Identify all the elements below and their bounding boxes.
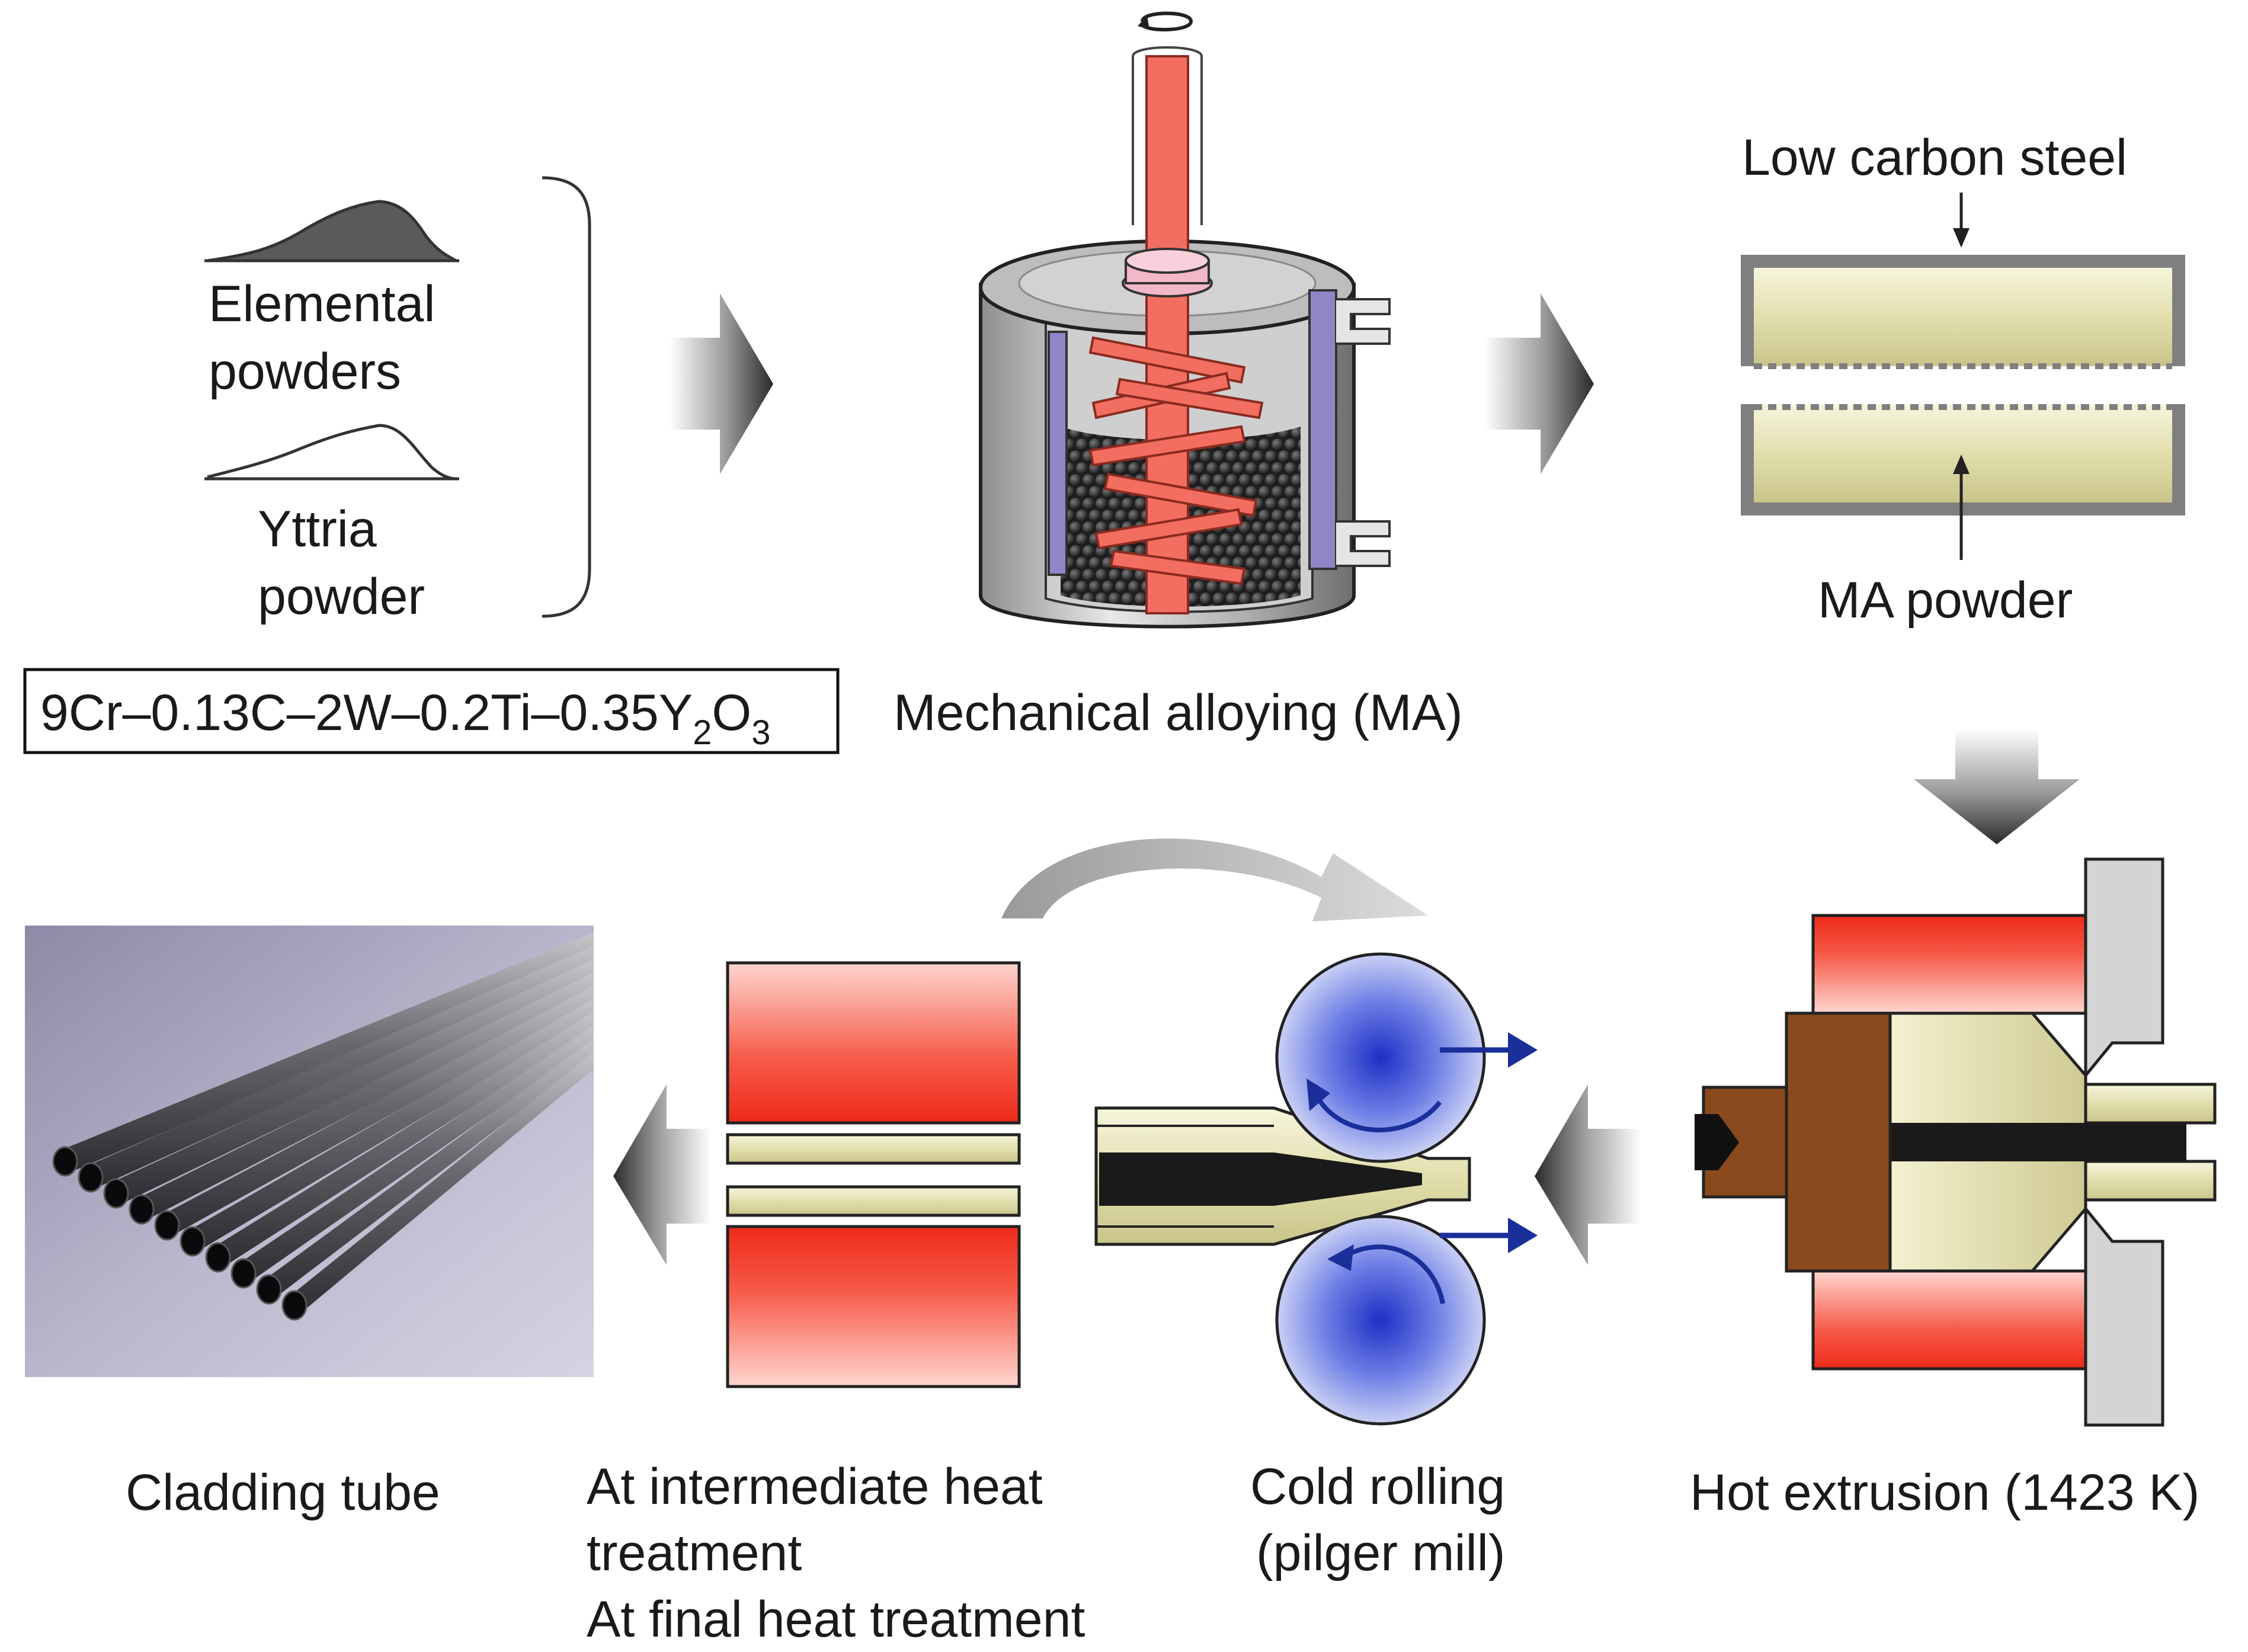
- arrow-down: [1914, 729, 2080, 844]
- arrow-left-2: [613, 1084, 711, 1265]
- low-carbon-steel-pointer: [1953, 228, 1970, 248]
- yttria-powder-label-2: powder: [258, 568, 425, 625]
- heat-treatment-heater-bottom: [726, 1225, 1021, 1388]
- roller-top-rotation-icon: [1313, 1092, 1442, 1132]
- cooling-jacket-left: [1048, 331, 1068, 576]
- heat-treatment-heater-top: [726, 961, 1021, 1125]
- rotation-arrow-icon: [1141, 11, 1193, 32]
- cladding-tube: [193, 998, 594, 1254]
- mechanical-alloying-label: Mechanical alloying (MA): [894, 684, 1463, 741]
- pilger-mandrel: [1099, 1152, 1422, 1206]
- ram-block: [1785, 1011, 1892, 1273]
- cold-rolling-label-2: (pilger mill): [1256, 1525, 1505, 1581]
- roller-bottom-rotation-icon: [1344, 1244, 1445, 1304]
- heat-treatment-label-1: At intermediate heat: [587, 1458, 1043, 1515]
- low-carbon-steel-label: Low carbon steel: [1742, 129, 2127, 186]
- extrusion-heater-top: [1811, 914, 2087, 1015]
- roller-bottom-motion-arrow: [1508, 1218, 1538, 1253]
- arrow-right-2: [1484, 293, 1594, 474]
- tube-opening: [281, 1290, 308, 1321]
- tube-opening: [52, 1146, 78, 1177]
- heat-treatment-illustration: At intermediate heat treatment At final …: [587, 961, 1085, 1648]
- tube-opening: [154, 1210, 180, 1241]
- cladding-tube: [65, 933, 594, 1174]
- cold-rolling-label-1: Cold rolling: [1250, 1458, 1505, 1515]
- yttria-powder-label-1: Yttria: [258, 501, 377, 558]
- tube-opening: [230, 1258, 257, 1289]
- canning-illustration: Low carbon steel MA powder: [1741, 129, 2185, 629]
- composition-label: 9Cr–0.13C–2W–0.2Ti–0.35Y2O3: [40, 684, 771, 752]
- tube-opening: [256, 1274, 282, 1305]
- heat-treatment-tube-lower: [726, 1185, 1021, 1217]
- stirring-arms: [1088, 336, 1264, 585]
- attritor-illustration: Mechanical alloying (MA): [894, 11, 1463, 741]
- cladding-tube: [218, 1011, 594, 1270]
- cladding-tube: [269, 1038, 594, 1302]
- cold-rolling-illustration: Cold rolling (pilger mill): [1001, 838, 1538, 1581]
- elemental-powder-curve: [207, 200, 457, 262]
- tube-opening: [129, 1194, 155, 1225]
- hot-extrusion-illustration: Hot extrusion (1423 K): [1690, 857, 2217, 1521]
- hot-extrusion-label: Hot extrusion (1423 K): [1690, 1464, 2199, 1521]
- die-lower: [2084, 1204, 2164, 1427]
- roller-top-motion-arrow: [1508, 1032, 1538, 1068]
- ram-tip: [1695, 1114, 1739, 1170]
- cladding-tube: [167, 985, 594, 1238]
- heat-treatment-label-3: At final heat treatment: [587, 1591, 1085, 1648]
- powders-bracket: [542, 176, 591, 618]
- arrow-left-1: [1535, 1084, 1641, 1265]
- roller-bottom: [1275, 1215, 1486, 1426]
- cladding-tube-label: Cladding tube: [126, 1464, 440, 1521]
- tube-opening: [180, 1226, 206, 1257]
- yttria-powder-curve: [207, 424, 457, 481]
- recycle-arrow: [1001, 838, 1428, 921]
- tube-opening: [103, 1178, 129, 1209]
- tube-opening: [78, 1162, 104, 1193]
- elemental-powders-label-2: powders: [209, 343, 401, 400]
- heat-treatment-tube-upper: [726, 1133, 1021, 1165]
- die-upper: [2084, 857, 2164, 1080]
- cladding-tube: [294, 1052, 594, 1318]
- elemental-powders-label-1: Elemental: [209, 276, 435, 332]
- flow-arrows: [613, 293, 2080, 1265]
- cladding-tube-photo: Cladding tube: [25, 926, 594, 1521]
- heat-treatment-label-2: treatment: [587, 1525, 802, 1581]
- arrow-right-1: [670, 293, 773, 474]
- cladding-tube: [244, 1025, 594, 1286]
- cladding-tube: [91, 946, 594, 1190]
- ma-powder-pointer: [1953, 454, 1970, 474]
- powders-group: Elemental powders Yttria powder 9Cr–0.13…: [23, 176, 840, 754]
- extrusion-heater-bottom: [1811, 1269, 2087, 1371]
- cladding-tube: [116, 959, 594, 1206]
- tube-opening: [205, 1242, 231, 1273]
- composition-box: [23, 668, 840, 754]
- ma-powder-label: MA powder: [1818, 572, 2073, 629]
- cooling-jacket-right: [1308, 289, 1337, 570]
- tube-bundle: [52, 933, 594, 1321]
- cladding-tube: [142, 972, 594, 1222]
- extruded-core: [1890, 1123, 2186, 1161]
